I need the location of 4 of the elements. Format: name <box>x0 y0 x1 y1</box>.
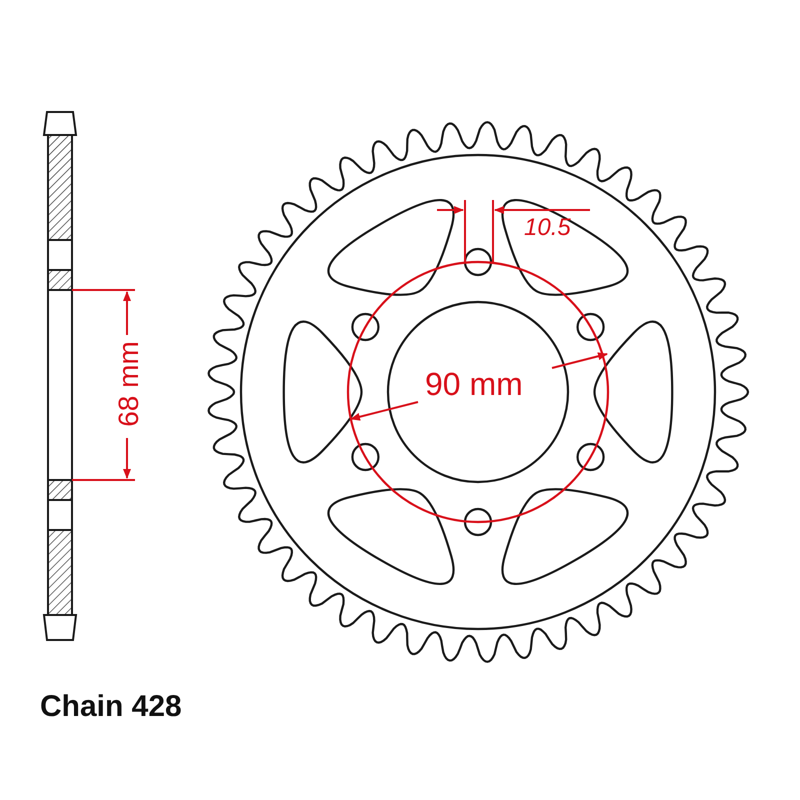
chain-size-label: Chain 428 <box>40 692 182 722</box>
dimension-label: 10.5 <box>524 216 571 240</box>
dimension-label: 68 mm <box>114 341 143 427</box>
dimension-label: 90 mm <box>425 368 523 400</box>
